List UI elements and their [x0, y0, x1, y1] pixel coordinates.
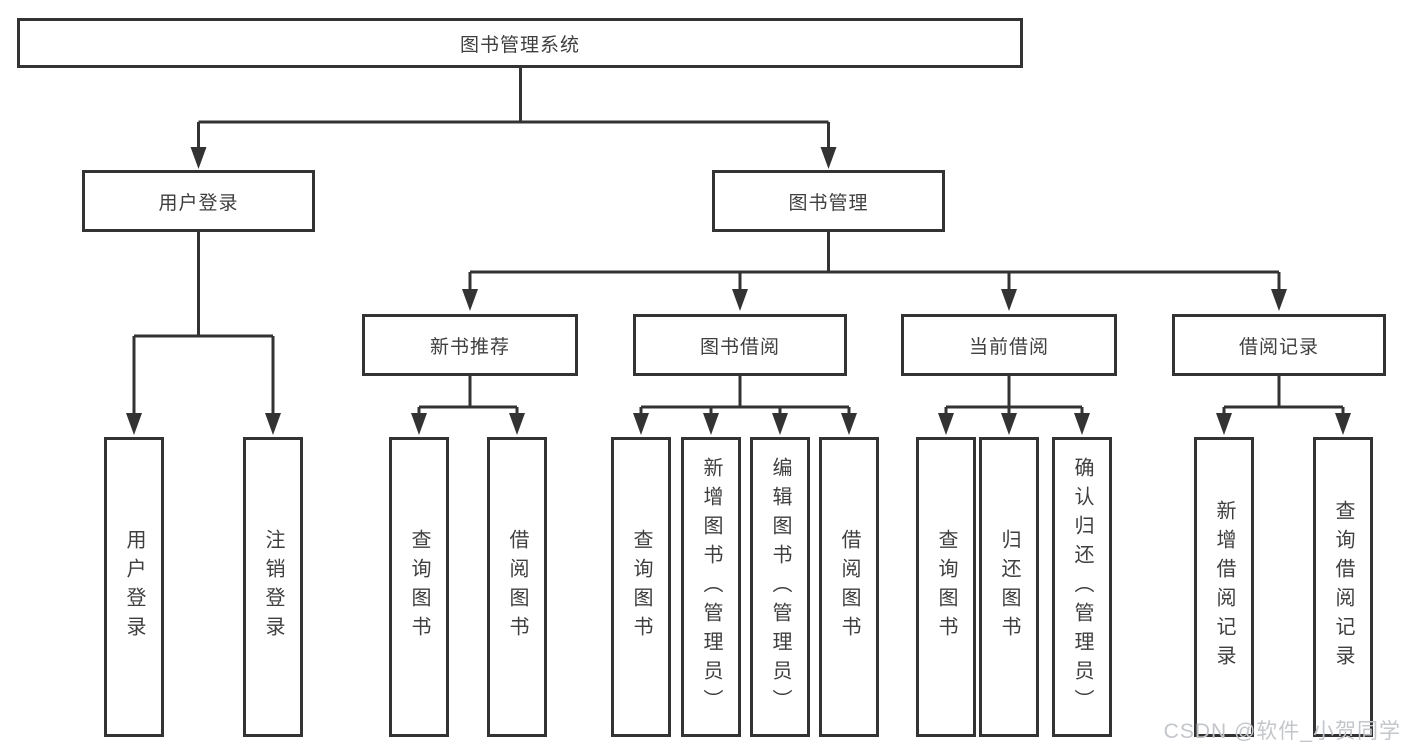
watermark: CSDN @软件_小贺同学 — [1163, 720, 1401, 743]
leaf-query-books-borrow: 查询图书 — [611, 437, 671, 737]
leaf-borrow-books-borrow: 借阅图书 — [819, 437, 879, 737]
branch-root — [190, 68, 837, 169]
leaf-borrow-books-recommend-label: 借阅图书 — [506, 529, 528, 645]
node-new-book-recommend: 新书推荐 — [362, 314, 578, 376]
leaf-query-borrow-record: 查询借阅记录 — [1313, 437, 1373, 737]
node-book-borrow-label: 图书借阅 — [699, 336, 780, 358]
node-user-login: 用户登录 — [82, 170, 315, 232]
leaf-user-login: 用户登录 — [104, 437, 164, 737]
leaf-add-book-admin-label: 新增图书（管理员） — [700, 456, 722, 718]
leaf-query-books-recommend-label: 查询图书 — [408, 529, 430, 645]
node-new-book-recommend-label: 新书推荐 — [429, 336, 510, 358]
leaf-add-borrow-record: 新增借阅记录 — [1194, 437, 1254, 737]
branch-new-book-recommend — [411, 376, 525, 435]
node-current-borrow-label: 当前借阅 — [968, 336, 1049, 358]
node-book-management-label: 图书管理 — [788, 192, 869, 214]
leaf-borrow-books-recommend: 借阅图书 — [487, 437, 547, 737]
leaf-user-login-label: 用户登录 — [123, 529, 145, 645]
leaf-add-borrow-record-label: 新增借阅记录 — [1213, 500, 1235, 674]
leaf-borrow-books-borrow-label: 借阅图书 — [838, 529, 860, 645]
node-borrow-records: 借阅记录 — [1172, 314, 1386, 376]
leaf-query-books-borrow-label: 查询图书 — [630, 529, 652, 645]
leaf-confirm-return-admin: 确认归还（管理员） — [1052, 437, 1112, 737]
node-root-label: 图书管理系统 — [459, 34, 580, 56]
leaf-add-book-admin: 新增图书（管理员） — [681, 437, 741, 737]
node-current-borrow: 当前借阅 — [901, 314, 1117, 376]
leaf-edit-book-admin: 编辑图书（管理员） — [750, 437, 810, 737]
node-book-borrow: 图书借阅 — [633, 314, 847, 376]
leaf-logout-label: 注销登录 — [262, 529, 284, 645]
node-root: 图书管理系统 — [17, 18, 1023, 68]
branch-book-borrow — [633, 376, 857, 435]
leaf-query-borrow-record-label: 查询借阅记录 — [1332, 500, 1354, 674]
branch-book-management — [462, 232, 1287, 311]
leaf-return-books: 归还图书 — [979, 437, 1039, 737]
leaf-edit-book-admin-label: 编辑图书（管理员） — [769, 456, 791, 718]
leaf-return-books-label: 归还图书 — [998, 529, 1020, 645]
leaf-logout: 注销登录 — [243, 437, 303, 737]
leaf-query-books-recommend: 查询图书 — [389, 437, 449, 737]
leaf-query-books-current: 查询图书 — [916, 437, 976, 737]
node-borrow-records-label: 借阅记录 — [1238, 336, 1319, 358]
branch-user-login — [126, 232, 281, 435]
node-user-login-label: 用户登录 — [158, 192, 239, 214]
branch-borrow-records — [1216, 376, 1351, 435]
leaf-query-books-current-label: 查询图书 — [935, 529, 957, 645]
leaf-confirm-return-admin-label: 确认归还（管理员） — [1071, 456, 1093, 718]
node-book-management: 图书管理 — [712, 170, 945, 232]
branch-current-borrow — [938, 376, 1090, 435]
